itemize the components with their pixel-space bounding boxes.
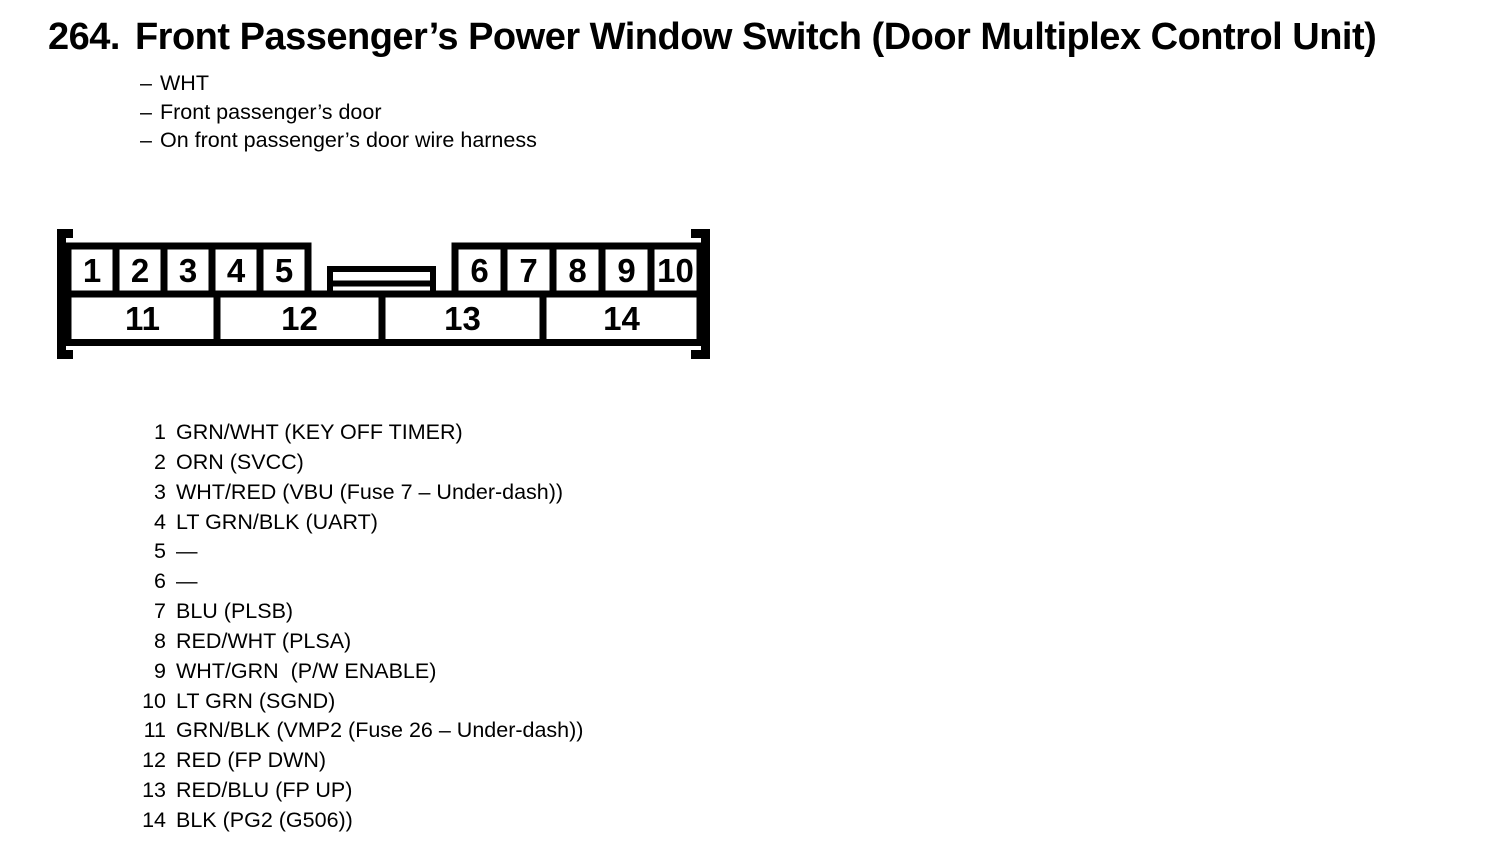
pin-number: 6 (154, 569, 166, 594)
cavity-number-8: 8 (568, 252, 586, 289)
dash-bullet: – (140, 99, 152, 124)
pin-row: 13 RED/BLU (FP UP) (52, 776, 583, 806)
pin-row: 4 LT GRN/BLK (UART) (52, 508, 583, 538)
pin-number: 11 (143, 718, 166, 743)
cavity-number-6: 6 (470, 252, 488, 289)
pin-wire-label: ORN (SVCC) (176, 449, 304, 474)
pin-number: 9 (154, 658, 166, 683)
dash-bullet: – (140, 128, 152, 153)
pin-wire-label: LT GRN (SGND) (176, 688, 336, 713)
cavity-number-13: 13 (444, 300, 481, 337)
pin-row: 12 RED (FP DWN) (52, 746, 583, 776)
pin-wire-label: WHT/GRN (P/W ENABLE) (176, 658, 437, 683)
note-text: WHT (160, 71, 209, 95)
pin-wire-label: RED (FP DWN) (176, 748, 327, 773)
pin-wire-label: GRN/WHT (KEY OFF TIMER) (176, 420, 463, 444)
bracket-left (57, 229, 73, 359)
section-title-text: Front Passenger’s Power Window Switch (D… (134, 16, 1377, 58)
pin-row: 5— (52, 537, 583, 567)
dash-bullet: – (140, 71, 152, 95)
cavity-number-5: 5 (275, 252, 293, 289)
pin-row: 14 BLK (PG2 (G506)) (52, 806, 583, 836)
pin-wire-label: BLU (PLSB) (176, 599, 294, 624)
pin-cavity-9 (598, 242, 655, 298)
pin-wire-label: — (176, 539, 198, 564)
pin-number: 14 (142, 807, 166, 832)
pin-wire-label: RED/WHT (PLSA) (176, 628, 352, 653)
pin-wire-label: — (176, 569, 198, 594)
pin-row: 9 WHT/GRN (P/W ENABLE) (52, 657, 583, 687)
cavity-number-7: 7 (519, 252, 537, 289)
pin-wire-label: GRN/BLK (VMP2 (Fuse 26 – Under-dash)) (176, 718, 584, 743)
section-number: 264. (48, 16, 120, 58)
pin-cavity-5 (256, 242, 312, 298)
pin-number: 7 (154, 599, 166, 624)
pin-number: 12 (142, 748, 166, 773)
note-item: –Front passenger’s door (140, 98, 537, 127)
pin-row: 7 BLU (PLSB) (52, 597, 583, 627)
pin-number: 3 (154, 479, 166, 504)
pin-number: 10 (142, 688, 166, 713)
cavity-number-2: 2 (131, 252, 149, 289)
cavity-number-1: 1 (83, 252, 101, 289)
pin-row: 8 RED/WHT (PLSA) (52, 627, 583, 657)
cavity-number-11: 11 (125, 300, 160, 337)
pin-number: 5 (154, 539, 166, 564)
pin-row: 11 GRN/BLK (VMP2 (Fuse 26 – Under-dash)) (52, 716, 584, 746)
pin-row: 10 LT GRN (SGND) (52, 687, 583, 717)
note-text: On front passenger’s door wire harness (160, 128, 537, 153)
pin-row: 6— (52, 567, 583, 597)
cavity-number-10: 10 (657, 252, 694, 289)
note-item: –On front passenger’s door wire harness (140, 126, 537, 155)
pin-number: 4 (154, 509, 166, 534)
note-item: –WHT (140, 69, 537, 98)
pin-wire-label: LT GRN/BLK (UART) (176, 509, 378, 534)
pin-wire-label: WHT/RED (VBU (Fuse 7 – Under-dash)) (176, 479, 564, 504)
section-title: 264. Front Passenger’s Power Window Swit… (48, 16, 1377, 58)
cavity-number-3: 3 (179, 252, 197, 289)
pin-row: 3 WHT/RED (VBU (Fuse 7 – Under-dash)) (52, 478, 583, 508)
pin-row: 1 GRN/WHT (KEY OFF TIMER) (52, 418, 583, 448)
pin-number: 1 (154, 420, 166, 444)
cavity-number-14: 14 (603, 300, 640, 337)
pin-wire-label: BLK (PG2 (G506)) (176, 807, 353, 832)
connector-notes: –WHT–Front passenger’s door–On front pas… (140, 69, 537, 155)
bracket-right (691, 229, 710, 359)
note-text: Front passenger’s door (160, 99, 382, 124)
pin-wire-label: RED/BLU (FP UP) (176, 778, 353, 803)
pin-cavity-10 (647, 242, 704, 298)
pin-number: 13 (142, 778, 166, 803)
pin-number: 8 (154, 628, 166, 653)
pin-row: 2 ORN (SVCC) (52, 448, 583, 478)
pin-cavity-14 (539, 290, 704, 346)
cavity-number-12: 12 (281, 300, 318, 337)
cavity-number-4: 4 (227, 252, 246, 289)
cavity-number-9: 9 (617, 252, 635, 289)
pin-number: 2 (154, 449, 166, 474)
